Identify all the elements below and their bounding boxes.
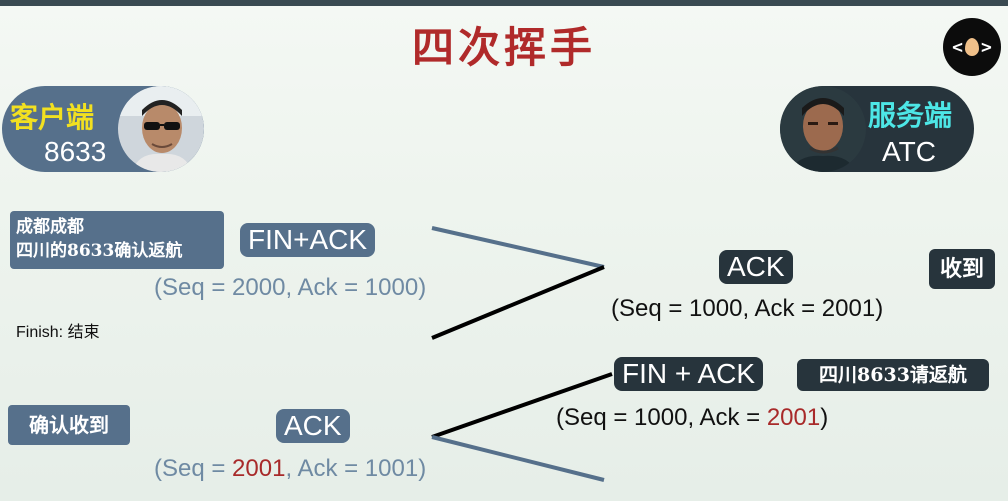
fin2-seq-prefix: (Seq = 1000, Ack = xyxy=(556,404,767,431)
ack1-seq: (Seq = 1000, Ack = 2001) xyxy=(611,295,884,322)
client-speech-line1: 成都成都 xyxy=(16,217,84,237)
server-speech-fin: 四川8633请返航 xyxy=(797,359,989,391)
server-role: 服务端 xyxy=(868,99,953,132)
logo-right-bracket: > xyxy=(981,36,992,58)
client-id: 8633 xyxy=(44,136,107,167)
ack2-seq-prefix: (Seq = xyxy=(154,455,233,482)
server-badge: 服务端 ATC xyxy=(780,86,974,172)
fin2-seq-suffix: ) xyxy=(820,404,829,431)
fin2-seq-highlight: 2001 xyxy=(766,404,821,431)
ack2-seq: (Seq = 2001, Ack = 1001) xyxy=(154,455,426,483)
fin1-label: FIN+ACK xyxy=(240,223,376,257)
client-speech-ack: 确认收到 xyxy=(8,405,130,445)
egg-icon xyxy=(965,38,979,56)
ack2-seq-suffix: , Ack = 1001) xyxy=(285,455,427,482)
ack2-label: ACK xyxy=(276,409,350,443)
ack1-label: ACK xyxy=(719,250,793,284)
fin2-arrow xyxy=(431,372,613,439)
ack2-arrow xyxy=(431,435,605,482)
logo-left-bracket: < xyxy=(952,36,963,58)
ack1-arrow xyxy=(431,265,605,340)
client-speech-line2: 四川的8633确认返航 xyxy=(16,241,183,261)
fin2-label: FIN + ACK xyxy=(614,357,764,391)
ack2-seq-highlight: 2001 xyxy=(232,455,286,482)
client-speech-fin: 成都成都 四川的8633确认返航 xyxy=(10,211,224,269)
server-id: ATC xyxy=(882,136,936,167)
client-role: 客户端 xyxy=(10,101,95,134)
channel-logo: < > xyxy=(943,18,1001,76)
fin1-seq: (Seq = 2000, Ack = 1000) xyxy=(154,274,427,301)
server-avatar xyxy=(780,86,866,172)
fin2-seq: (Seq = 1000, Ack = 2001) xyxy=(556,404,828,432)
top-bar xyxy=(0,0,1008,6)
slide-title: 四次挥手 xyxy=(411,23,596,72)
finish-note: Finish: 结束 xyxy=(16,324,100,341)
server-reply-received: 收到 xyxy=(929,249,995,289)
fin1-arrow xyxy=(431,226,605,269)
